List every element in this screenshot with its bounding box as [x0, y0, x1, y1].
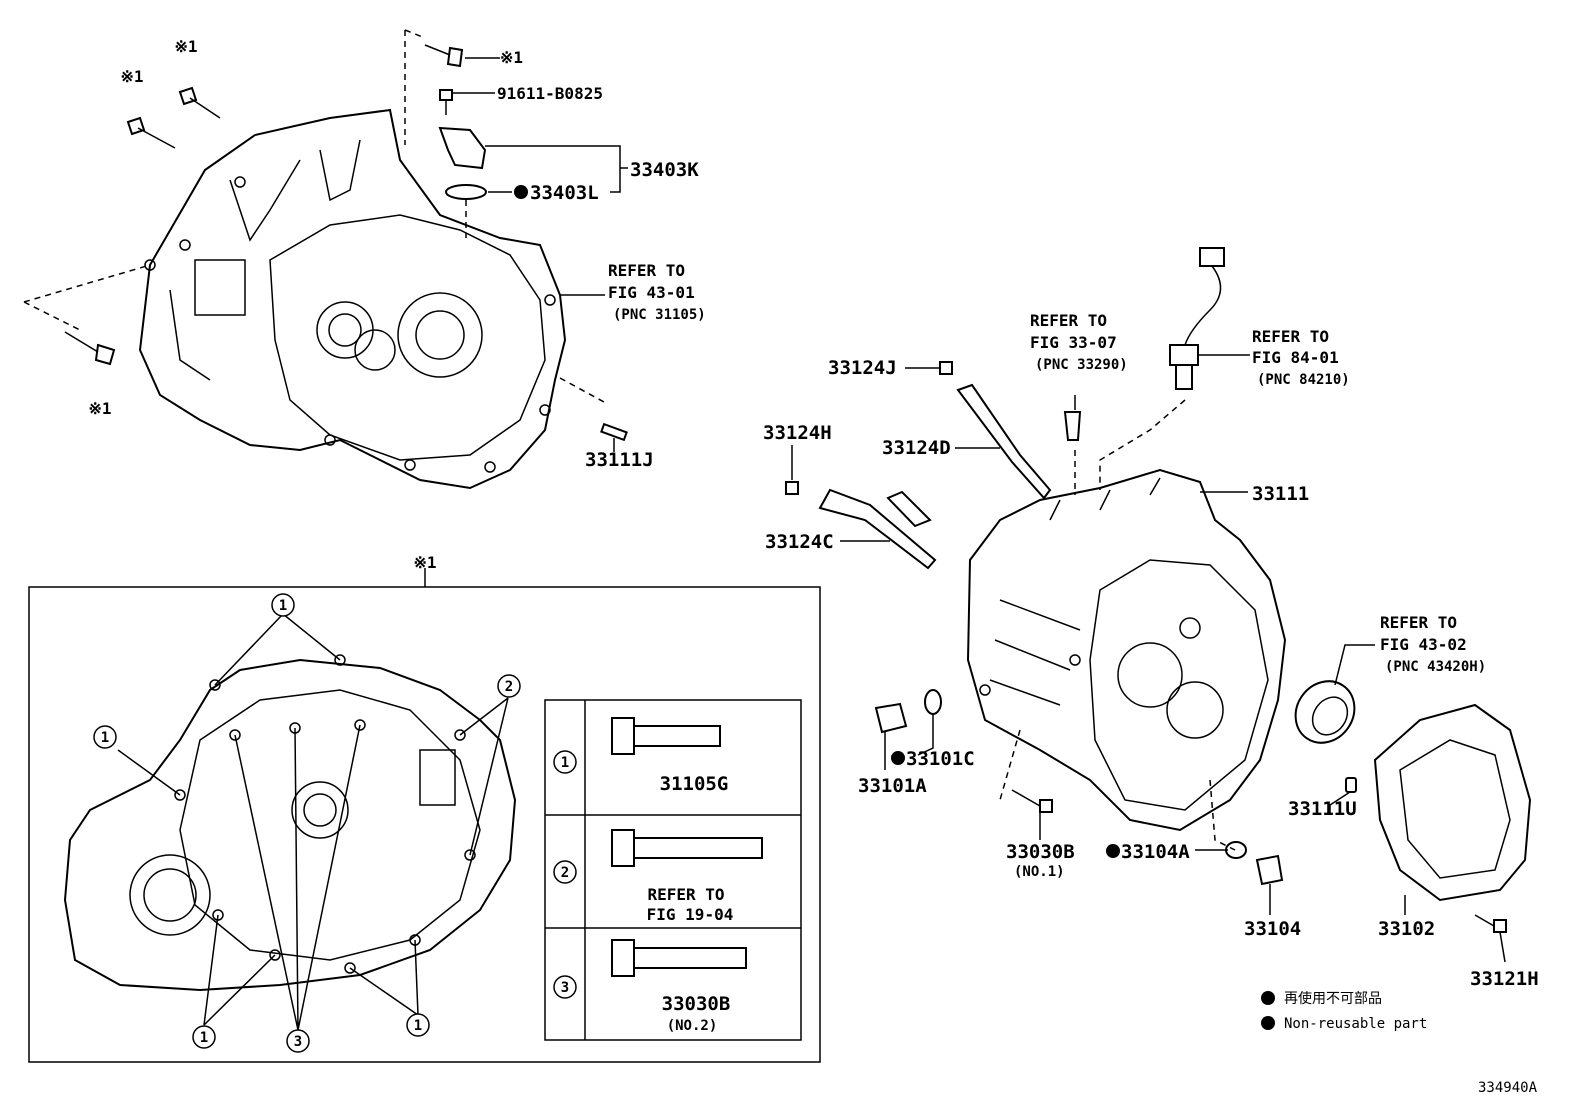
svg-text:(PNC 43420H): (PNC 43420H): [1385, 659, 1486, 675]
part-label: 33101C: [906, 748, 975, 770]
part-label: 33111U: [1288, 798, 1357, 820]
part-label: 33124J: [828, 357, 897, 379]
svg-text:REFER TO: REFER TO: [1252, 327, 1329, 346]
part-label: 33030B: [1006, 841, 1075, 863]
part-label: 33101A: [858, 775, 927, 797]
part-label: 33104: [1244, 918, 1301, 940]
non-reusable-icon: [1106, 844, 1120, 858]
bracket-icon: [886, 490, 932, 528]
table-row-sub: FIG 19-04: [647, 905, 734, 924]
callout-1: 1: [93, 725, 117, 749]
part-label: 33124C: [765, 531, 834, 553]
svg-text:1: 1: [101, 730, 109, 746]
bolt-icon: [611, 717, 721, 755]
part-label: 91611-B0825: [497, 84, 603, 103]
callout-1: 1: [271, 593, 295, 617]
bolt-table: 1 2 3 31105G REFER TO FIG 19-04 33030B (…: [544, 699, 802, 1041]
svg-text:1: 1: [279, 598, 287, 614]
plug-icon: [874, 689, 1284, 886]
svg-text:3: 3: [294, 1034, 302, 1050]
part-label: 33121H: [1470, 968, 1539, 990]
transmission-case-illustration: [966, 468, 1287, 832]
sleeve-icon: [438, 126, 487, 200]
mark-note: ※1: [174, 37, 197, 56]
bolt-icon: [785, 361, 1507, 933]
table-row-part: REFER TO: [647, 885, 724, 904]
svg-text:3: 3: [561, 980, 569, 996]
part-label: 33124H: [763, 422, 832, 444]
cover-icon: [1373, 703, 1532, 902]
part-label: 33111: [1252, 483, 1309, 505]
svg-text:2: 2: [561, 865, 569, 881]
non-reusable-icon: [514, 185, 528, 199]
part-label: 33403K: [630, 159, 699, 181]
dashed-guide: [999, 729, 1021, 801]
callout-1: 1: [406, 1013, 430, 1037]
svg-text:(PNC 31105): (PNC 31105): [613, 307, 706, 323]
svg-text:FIG 43-01: FIG 43-01: [608, 283, 695, 302]
clutch-housing-illustration: [138, 108, 567, 490]
legend: 再使用不可部品 Non-reusable part: [1261, 990, 1427, 1032]
dashed-guide: [23, 264, 151, 331]
legend-en: Non-reusable part: [1284, 1016, 1427, 1032]
housing-detail-illustration: [63, 654, 517, 992]
callout-1: 1: [192, 1025, 216, 1049]
table-row-sub: (NO.2): [667, 1018, 718, 1034]
mark-note: ※1: [413, 553, 436, 572]
mark-note: ※1: [500, 48, 523, 67]
non-reusable-icon: [891, 751, 905, 765]
svg-text:(PNC 84210): (PNC 84210): [1257, 372, 1350, 388]
pin-icon: [1345, 777, 1357, 793]
dashed-guide: [404, 29, 426, 39]
table-row-part: 31105G: [660, 773, 729, 795]
bolt-icon: [611, 939, 747, 977]
part-label: 33111J: [585, 449, 654, 471]
pin-icon: [600, 422, 628, 442]
non-reusable-icon: [1261, 991, 1275, 1005]
bolt-icon: [611, 829, 763, 867]
dashed-guide: [1099, 399, 1186, 490]
dashed-guide: [1209, 779, 1236, 851]
svg-text:REFER TO: REFER TO: [1380, 613, 1457, 632]
svg-text:FIG 84-01: FIG 84-01: [1252, 348, 1339, 367]
part-label: 33403L: [530, 182, 599, 204]
svg-text:FIG 43-02: FIG 43-02: [1380, 635, 1467, 654]
part-label-sub: (NO.1): [1014, 864, 1065, 880]
svg-text:FIG 33-07: FIG 33-07: [1030, 333, 1117, 352]
svg-text:REFER TO: REFER TO: [608, 261, 685, 280]
non-reusable-icon: [1261, 1016, 1275, 1030]
part-label: 33124D: [882, 437, 951, 459]
svg-text:2: 2: [505, 679, 513, 695]
table-row-part: 33030B: [662, 993, 731, 1015]
sensor-icon: [1169, 247, 1225, 390]
lever-icon: [956, 383, 1052, 500]
bolt-icon: [64, 44, 464, 366]
mark-note: ※1: [120, 67, 143, 86]
figure-id: 334940A: [1478, 1080, 1538, 1096]
legend-jp: 再使用不可部品: [1284, 990, 1382, 1007]
part-label: 33104A: [1121, 841, 1190, 863]
mark-note: ※1: [88, 399, 111, 418]
svg-text:1: 1: [414, 1018, 422, 1034]
oil-seal-icon: [1294, 680, 1356, 744]
svg-text:(PNC 33290): (PNC 33290): [1035, 357, 1128, 373]
callout-3: 3: [286, 1029, 310, 1053]
part-label: 33102: [1378, 918, 1435, 940]
dashed-guide: [559, 377, 605, 403]
svg-text:1: 1: [200, 1030, 208, 1046]
svg-text:1: 1: [561, 755, 569, 771]
callout-2: 2: [497, 674, 521, 698]
bracket-icon: [818, 488, 937, 570]
svg-text:REFER TO: REFER TO: [1030, 311, 1107, 330]
